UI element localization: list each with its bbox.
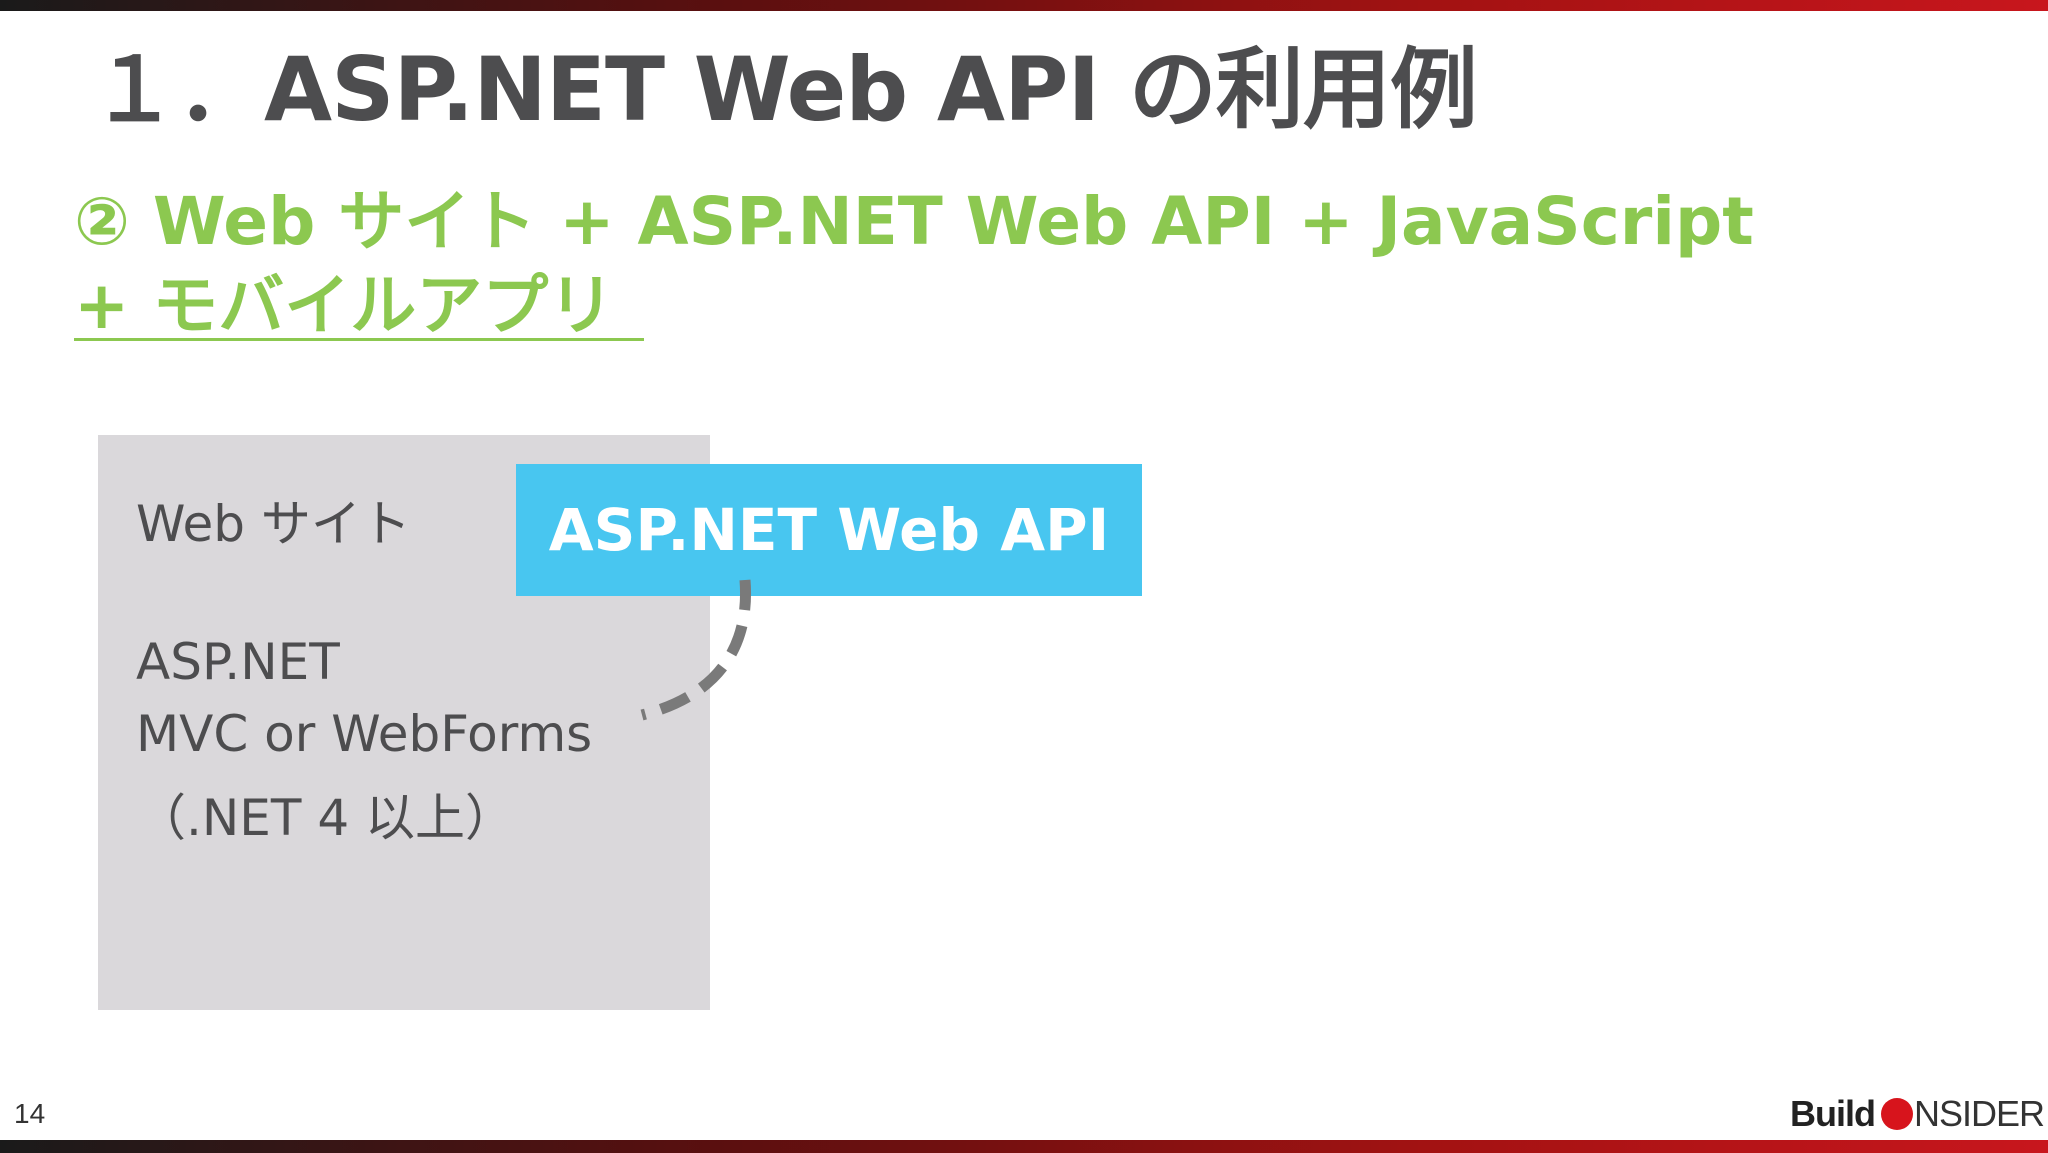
logo-insider-text: NSIDER: [1913, 1093, 2045, 1134]
website-label: Web サイト: [136, 495, 411, 553]
website-tech-line-3: （.NET 4 以上）: [136, 789, 516, 847]
subtitle-line-1: ② Web サイト + ASP.NET Web API + JavaScript: [74, 183, 1754, 260]
slide-title: １．ASP.NET Web API の利用例: [90, 38, 1478, 141]
slide-subtitle: ② Web サイト + ASP.NET Web API + JavaScript…: [74, 180, 1754, 348]
top-accent-bar: [0, 0, 2048, 11]
logo-build-text: Build: [1790, 1093, 1876, 1134]
subtitle-underline: [74, 338, 644, 341]
page-number: 14: [14, 1098, 46, 1129]
logo-red-circle-icon: [1880, 1098, 1913, 1130]
api-box: ASP.NET Web API: [516, 464, 1142, 596]
build-insider-logo: Build NSIDER: [1790, 1090, 2045, 1138]
bottom-accent-bar: [0, 1140, 2048, 1153]
api-label: ASP.NET Web API: [548, 496, 1110, 564]
dashed-connector-path: [640, 579, 752, 721]
website-tech-line-1: ASP.NET: [136, 633, 340, 691]
dashed-connector: [640, 579, 752, 721]
website-tech-line-2: MVC or WebForms: [136, 705, 593, 763]
subtitle-line-2: + モバイルアプリ: [74, 267, 615, 344]
